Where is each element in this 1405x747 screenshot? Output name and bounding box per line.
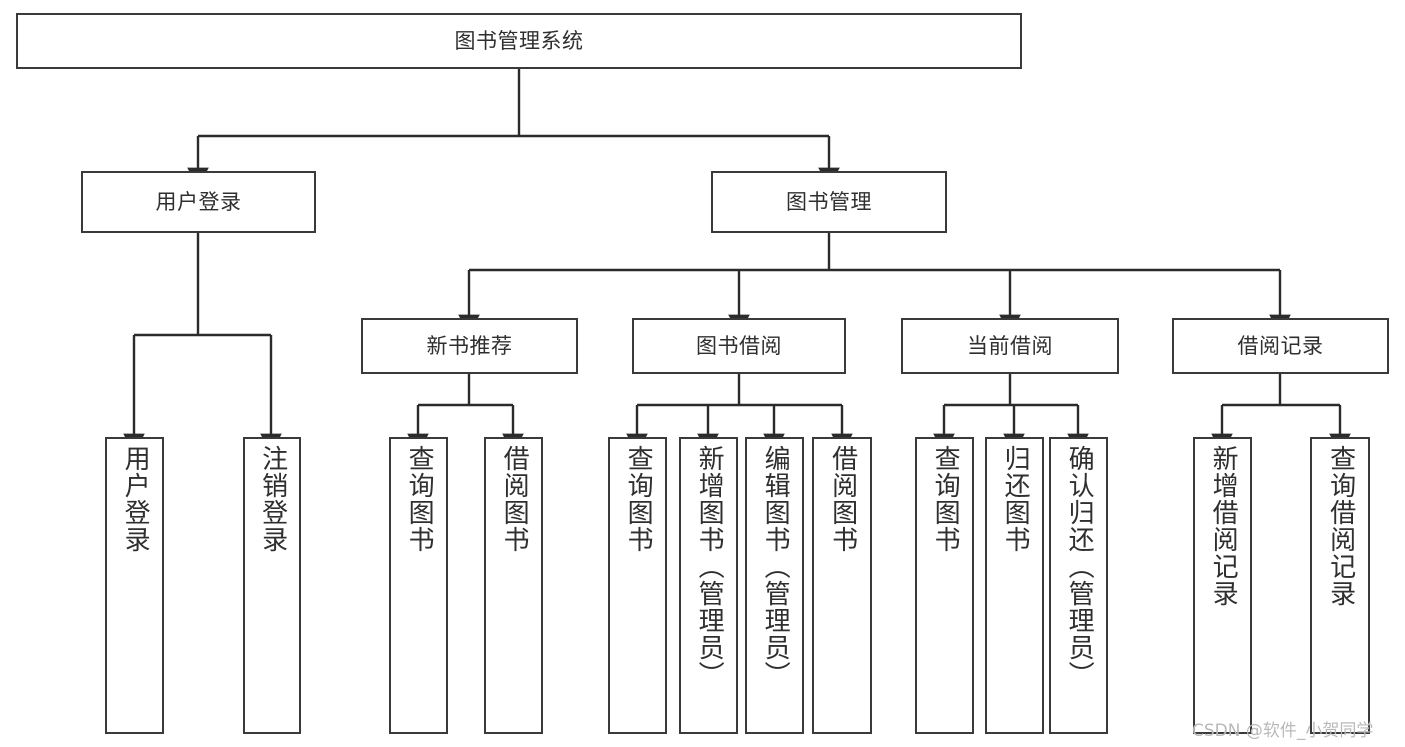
node-label: 查询图书 [930,445,961,553]
node-leaf-add-record[interactable]: 新增借阅记录 [1193,437,1252,734]
node-label: 查询借阅记录 [1325,445,1356,607]
node-leaf-query-book-borrow[interactable]: 查询图书 [608,437,667,734]
node-label: 图书借阅 [696,333,782,358]
node-newbook[interactable]: 新书推荐 [361,318,578,374]
node-records[interactable]: 借阅记录 [1172,318,1389,374]
node-label: 借阅图书 [827,445,858,553]
node-label: 确认归还（管理员） [1064,445,1095,688]
node-label: 新增图书（管理员） [694,445,725,688]
node-root[interactable]: 图书管理系统 [16,13,1022,69]
node-login[interactable]: 用户登录 [81,171,316,233]
node-label: 借阅记录 [1237,333,1324,358]
node-leaf-edit-book[interactable]: 编辑图书（管理员） [745,437,804,734]
node-label: 用户登录 [155,189,242,214]
node-leaf-query-record[interactable]: 查询借阅记录 [1310,437,1370,734]
node-label: 查询图书 [404,445,435,553]
node-borrow[interactable]: 图书借阅 [632,318,846,374]
node-label: 新书推荐 [426,333,513,358]
node-leaf-query-book-new[interactable]: 查询图书 [389,437,448,734]
node-current[interactable]: 当前借阅 [901,318,1119,374]
node-leaf-logout[interactable]: 注销登录 [243,437,301,734]
node-bookmgmt[interactable]: 图书管理 [711,171,947,233]
node-leaf-borrow-book-new[interactable]: 借阅图书 [484,437,543,734]
node-leaf-return-book[interactable]: 归还图书 [985,437,1044,734]
node-leaf-user-login[interactable]: 用户登录 [105,437,164,734]
node-label: 图书管理系统 [454,28,584,53]
node-leaf-confirm-return[interactable]: 确认归还（管理员） [1049,437,1108,734]
node-leaf-add-book[interactable]: 新增图书（管理员） [679,437,738,734]
node-label: 用户登录 [120,445,151,553]
node-leaf-borrow-book[interactable]: 借阅图书 [812,437,872,734]
node-label: 新增借阅记录 [1208,445,1239,607]
node-label: 编辑图书（管理员） [760,445,791,688]
node-label: 查询图书 [623,445,654,553]
node-label: 图书管理 [786,189,872,214]
node-label: 当前借阅 [967,333,1053,358]
node-leaf-query-book-current[interactable]: 查询图书 [915,437,974,734]
node-label: 借阅图书 [499,445,530,553]
node-label: 注销登录 [257,445,288,553]
node-label: 归还图书 [1000,445,1031,553]
